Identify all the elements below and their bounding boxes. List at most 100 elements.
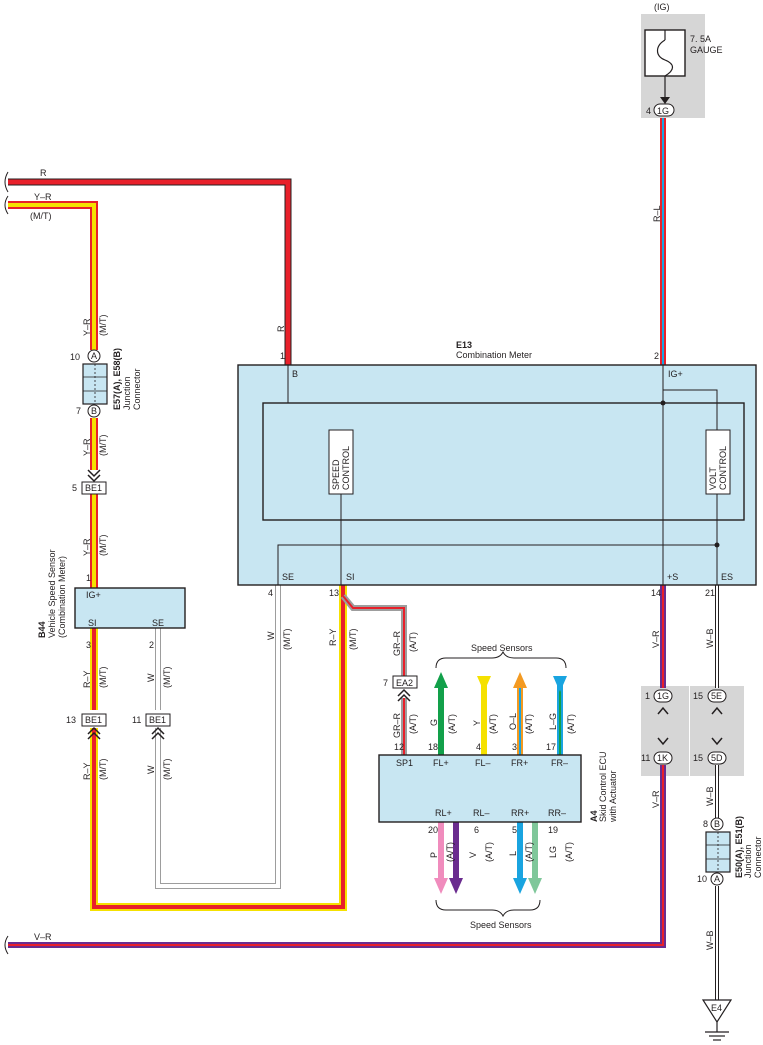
ecu-name2: with Actuator [608, 770, 618, 823]
ecu-top-num-0: 12 [394, 742, 404, 752]
ol-label: O–L [508, 713, 518, 730]
wire-vr [8, 585, 666, 948]
speed-sensors-brace-bottom [435, 899, 541, 918]
wb-label-2: W–B [705, 786, 715, 806]
ecu-name: Skid Control ECU [598, 751, 608, 822]
meter-pin-ig: IG+ [668, 369, 683, 379]
ecu-bottom-num-1: 6 [474, 825, 479, 835]
junction-connector-top [82, 349, 108, 418]
ry-label-1: R–Y [82, 670, 92, 688]
vehicle-speed-sensor-box [74, 587, 186, 629]
ecu-top-pin-4: FR– [551, 758, 568, 768]
junction-bottom-code: E50(A), E51(B) [734, 816, 744, 878]
junction-dot [714, 542, 720, 548]
conn-1g-top-label: 1G [657, 106, 669, 116]
g-label: G [429, 719, 439, 726]
wire-w [155, 585, 281, 889]
ecu-bottom-num-2: 5 [512, 825, 517, 835]
grr-label-1: GR–R [392, 630, 402, 656]
conn-5d-pin: 15 [693, 753, 703, 763]
speed-sensors-brace-top [435, 650, 567, 669]
be1-right-pin: 11 [132, 715, 141, 725]
wire-rl-label: R–L [652, 205, 662, 222]
ecu-bottom-num-3: 19 [548, 825, 558, 835]
vss-name: Vehicle Speed Sensor [47, 549, 57, 638]
ground-label: E4 [711, 1003, 722, 1013]
fuse-rating: 7. 5A [690, 34, 711, 44]
ig-label: (IG) [654, 2, 670, 12]
skid-control-ecu-box [378, 754, 582, 823]
wb-label-1: W–B [705, 628, 715, 648]
vss-pin-1: 1 [86, 573, 91, 583]
mt-label-4: (M/T) [98, 667, 108, 689]
vss-pin-3: 3 [86, 640, 91, 650]
wire-grr [340, 594, 407, 755]
at-v: (A/T) [484, 842, 494, 862]
meter-pin-es: ES [721, 572, 733, 582]
p-label: P [429, 852, 439, 858]
conn-5e-name: 5E [711, 691, 722, 701]
meter-pin-21: 21 [705, 588, 715, 598]
meter-pin-b: B [292, 369, 298, 379]
yr-label-2: Y–R [82, 438, 92, 456]
ea2-connector [392, 675, 418, 702]
junction-top-pin-b: 7 [76, 406, 81, 416]
junction-top-code: E57(A), E58(B) [112, 348, 122, 410]
vss-pin-2: 2 [149, 640, 154, 650]
mt-label-1: (M/T) [98, 315, 108, 337]
at-label-1: (A/T) [408, 632, 418, 652]
yr-label-3: Y–R [82, 538, 92, 556]
ry-label-2: R–Y [82, 762, 92, 780]
meter-pin-2: 2 [654, 351, 659, 361]
speed-sensors-top: Speed Sensors [471, 643, 533, 653]
junction-top-name: Junction [122, 376, 132, 410]
at-l: (A/T) [524, 842, 534, 862]
v-label: V [468, 852, 478, 858]
ea2-pin: 7 [383, 678, 388, 688]
be1-right-name: BE1 [149, 715, 166, 725]
be1-right-connector [145, 713, 171, 740]
w-label-se: W [266, 631, 276, 640]
be1-left-name: BE1 [85, 715, 102, 725]
meter-pin-si: SI [346, 572, 355, 582]
lg-up-label: L–G [548, 713, 558, 730]
w-label-1: W [146, 673, 156, 682]
grr-label-2: GR–R [392, 712, 402, 738]
yr-label-1: Y–R [82, 318, 92, 336]
lg-label: LG [548, 846, 558, 858]
mt-label-si: (M/T) [348, 629, 358, 651]
conn-5d-name: 5D [711, 753, 723, 763]
junction-bottom-b: B [714, 819, 720, 829]
wire-yr-label: Y–R [34, 192, 52, 202]
ecu-top-pin-3: FR+ [511, 758, 528, 768]
vss-code: B44 [37, 621, 47, 638]
mt-label-2: (M/T) [98, 435, 108, 457]
meter-pin-4: 4 [268, 588, 273, 598]
vr-label-2: V–R [651, 790, 661, 808]
conn-5e-5d [707, 689, 727, 765]
meter-pin-s: +S [667, 572, 678, 582]
be1-top-name: BE1 [85, 483, 102, 493]
mt-label-6: (M/T) [98, 759, 108, 781]
at-lg: (A/T) [564, 842, 574, 862]
ea2-name: EA2 [396, 678, 413, 688]
junction-dot [660, 400, 666, 406]
wire-break-marks [4, 171, 9, 955]
wire-ry [90, 585, 347, 911]
conn-1g-top [653, 103, 675, 117]
volt-control-2: CONTROL [718, 446, 728, 490]
vr-label-1: V–R [651, 630, 661, 648]
at-label-2: (A/T) [408, 714, 418, 734]
at-ol: (A/T) [524, 714, 534, 734]
be1-left-pin: 13 [66, 715, 76, 725]
conn-1k-name: 1K [657, 753, 668, 763]
junction-connector-bottom [705, 817, 731, 886]
speed-sensor-wires-bottom [438, 822, 538, 880]
ground-symbol [701, 999, 733, 1041]
vss-pin-si: SI [88, 618, 97, 628]
conn-1g-name: 1G [657, 691, 669, 701]
conn-1g-pin: 1 [645, 691, 650, 701]
ecu-bottom-num-0: 20 [428, 825, 438, 835]
junction-bottom-name: Junction [743, 844, 753, 878]
